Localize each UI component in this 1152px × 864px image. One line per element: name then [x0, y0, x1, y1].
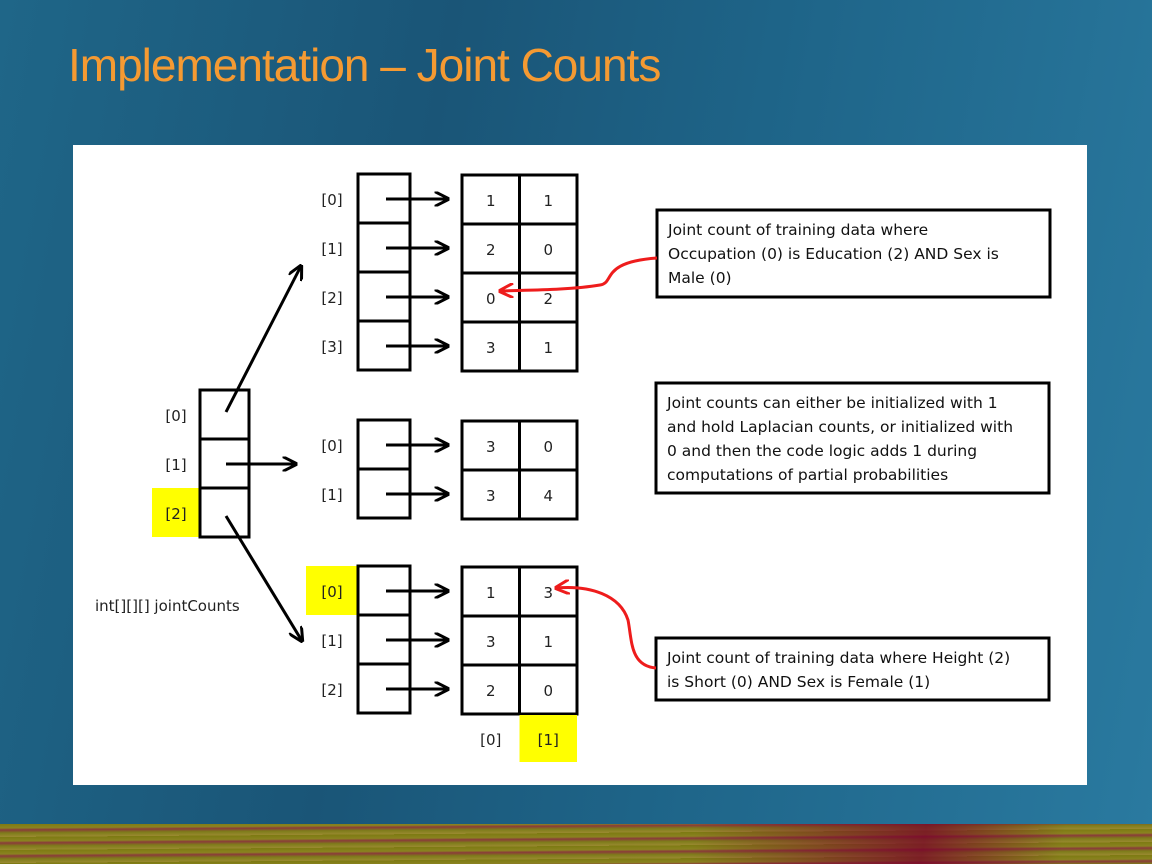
count-value: 2 [486, 241, 496, 259]
note-text: Occupation (0) is Education (2) AND Sex … [668, 245, 999, 263]
row-index-label: [0] [321, 191, 342, 209]
note-text: and hold Laplacian counts, or initialize… [667, 418, 1013, 436]
row-index-label: [0] [321, 583, 342, 601]
count-value: 0 [543, 682, 553, 700]
count-cell [518, 419, 579, 472]
note-text: Joint count of training data where Heigh… [666, 649, 1010, 667]
note-text: computations of partial probabilities [667, 466, 948, 484]
decorative-stripe [0, 824, 1152, 864]
top-array-cell [198, 388, 251, 441]
row-index-label: [2] [321, 681, 342, 699]
column-index-label: [0] [480, 731, 501, 749]
count-value: 2 [486, 682, 496, 700]
column-index-label: [1] [538, 731, 559, 749]
row-index-label: [0] [321, 437, 342, 455]
count-cell [460, 614, 521, 667]
note-text: is Short (0) AND Sex is Female (1) [667, 673, 930, 691]
count-cell [518, 614, 579, 667]
count-value: 3 [486, 438, 496, 456]
count-value: 0 [543, 241, 553, 259]
note-text: Joint counts can either be initialized w… [666, 394, 998, 412]
count-cell [518, 320, 579, 373]
top-index-label: [0] [165, 407, 186, 425]
top-array-cell [198, 486, 251, 539]
count-cell [518, 565, 579, 618]
row-index-label: [3] [321, 338, 342, 356]
count-value: 1 [543, 633, 553, 651]
index-highlight [306, 566, 358, 615]
count-value: 0 [543, 438, 553, 456]
count-cell [518, 173, 579, 226]
count-value: 4 [543, 487, 553, 505]
note-box [655, 208, 1052, 299]
row-index-label: [2] [321, 289, 342, 307]
count-cell [460, 565, 521, 618]
callout-arrow [500, 256, 658, 291]
note-box [654, 636, 1051, 702]
pointer-arrow [224, 515, 302, 641]
count-value: 1 [543, 192, 553, 210]
row-index-label: [1] [321, 486, 342, 504]
note-text: Joint count of training data where [667, 221, 928, 239]
count-value: 1 [486, 584, 496, 602]
count-value: 1 [486, 192, 496, 210]
top-index-label: [1] [165, 456, 186, 474]
callout-arrow [556, 587, 657, 670]
slide-title: Implementation – Joint Counts [68, 39, 661, 91]
note-text: 0 and then the code logic adds 1 during [667, 442, 977, 460]
pointer-arrow [224, 266, 301, 413]
variable-label: int[][][] jointCounts [95, 597, 240, 615]
count-cell [460, 271, 521, 324]
count-value: 0 [486, 290, 496, 308]
note-text: Male (0) [668, 269, 732, 287]
count-value: 3 [486, 487, 496, 505]
note-box [654, 381, 1051, 495]
count-value: 3 [486, 633, 496, 651]
row-index-label: [1] [321, 632, 342, 650]
count-value: 3 [543, 584, 553, 602]
count-value: 1 [543, 339, 553, 357]
row-index-label: [1] [321, 240, 342, 258]
index-highlight [152, 488, 200, 537]
index-highlight [519, 715, 577, 762]
count-value: 2 [543, 290, 553, 308]
count-cell [518, 663, 579, 716]
count-cell [518, 468, 579, 521]
top-index-label: [2] [165, 505, 186, 523]
count-value: 3 [486, 339, 496, 357]
